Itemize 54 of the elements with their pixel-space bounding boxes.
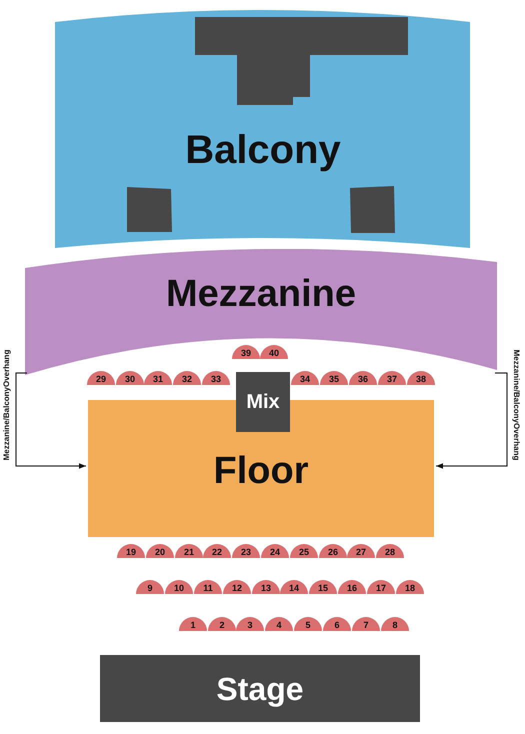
- table-seat: 28: [376, 544, 404, 558]
- table-seat: 27: [347, 544, 375, 558]
- overhang-label: Mezzanine/BalconyOverhang: [511, 343, 521, 467]
- table-seat: 25: [290, 544, 318, 558]
- table-seat: 5: [294, 617, 322, 631]
- table-seat: 26: [319, 544, 347, 558]
- table-seat: 30: [116, 371, 144, 385]
- table-seat: 12: [223, 580, 251, 594]
- table-seat: 35: [320, 371, 348, 385]
- section-label: Floor: [214, 452, 308, 490]
- restricted-area-block: [350, 186, 395, 233]
- table-seat: 6: [323, 617, 351, 631]
- restricted-area-block: [195, 17, 408, 105]
- table-seat: 19: [117, 544, 145, 558]
- table-seat: 7: [352, 617, 380, 631]
- table-seat: 16: [338, 580, 366, 594]
- section-label: Stage: [216, 672, 304, 704]
- table-seat: 34: [291, 371, 319, 385]
- table-seat: 15: [309, 580, 337, 594]
- table-seat: 22: [203, 544, 231, 558]
- table-seat: 29: [87, 371, 115, 385]
- restricted-area-block: [127, 187, 172, 232]
- table-seat: 3: [236, 617, 264, 631]
- table-seat: 21: [175, 544, 203, 558]
- table-seat: 4: [265, 617, 293, 631]
- table-seat: 10: [165, 580, 193, 594]
- table-seat: 1: [179, 617, 207, 631]
- table-seat: 11: [194, 580, 222, 594]
- table-seat: 23: [232, 544, 260, 558]
- table-seat: 31: [144, 371, 172, 385]
- table-seat: 32: [173, 371, 201, 385]
- table-seat: 18: [396, 580, 424, 594]
- leader-line: [436, 404, 508, 469]
- table-seat: 17: [367, 580, 395, 594]
- leader-line: [16, 372, 28, 406]
- stage: [100, 655, 420, 722]
- table-seat: 36: [349, 371, 377, 385]
- mix-position: [236, 372, 290, 432]
- table-seat: 37: [378, 371, 406, 385]
- table-seat: 33: [202, 371, 230, 385]
- table-seat: 24: [261, 544, 289, 558]
- table-seat: 20: [146, 544, 174, 558]
- table-seat: 2: [208, 617, 236, 631]
- section-label: Mezzanine: [166, 274, 356, 312]
- table-seat: 8: [381, 617, 409, 631]
- leader-line: [494, 372, 508, 406]
- overhang-label: Mezzanine/BalconyOverhang: [2, 343, 12, 467]
- table-seat: 14: [280, 580, 308, 594]
- section-label: Balcony: [185, 130, 341, 170]
- table-seat: 9: [136, 580, 164, 594]
- table-seat: 38: [407, 371, 435, 385]
- section-label: Mix: [246, 392, 280, 412]
- leader-line: [16, 404, 86, 469]
- table-seat: 13: [252, 580, 280, 594]
